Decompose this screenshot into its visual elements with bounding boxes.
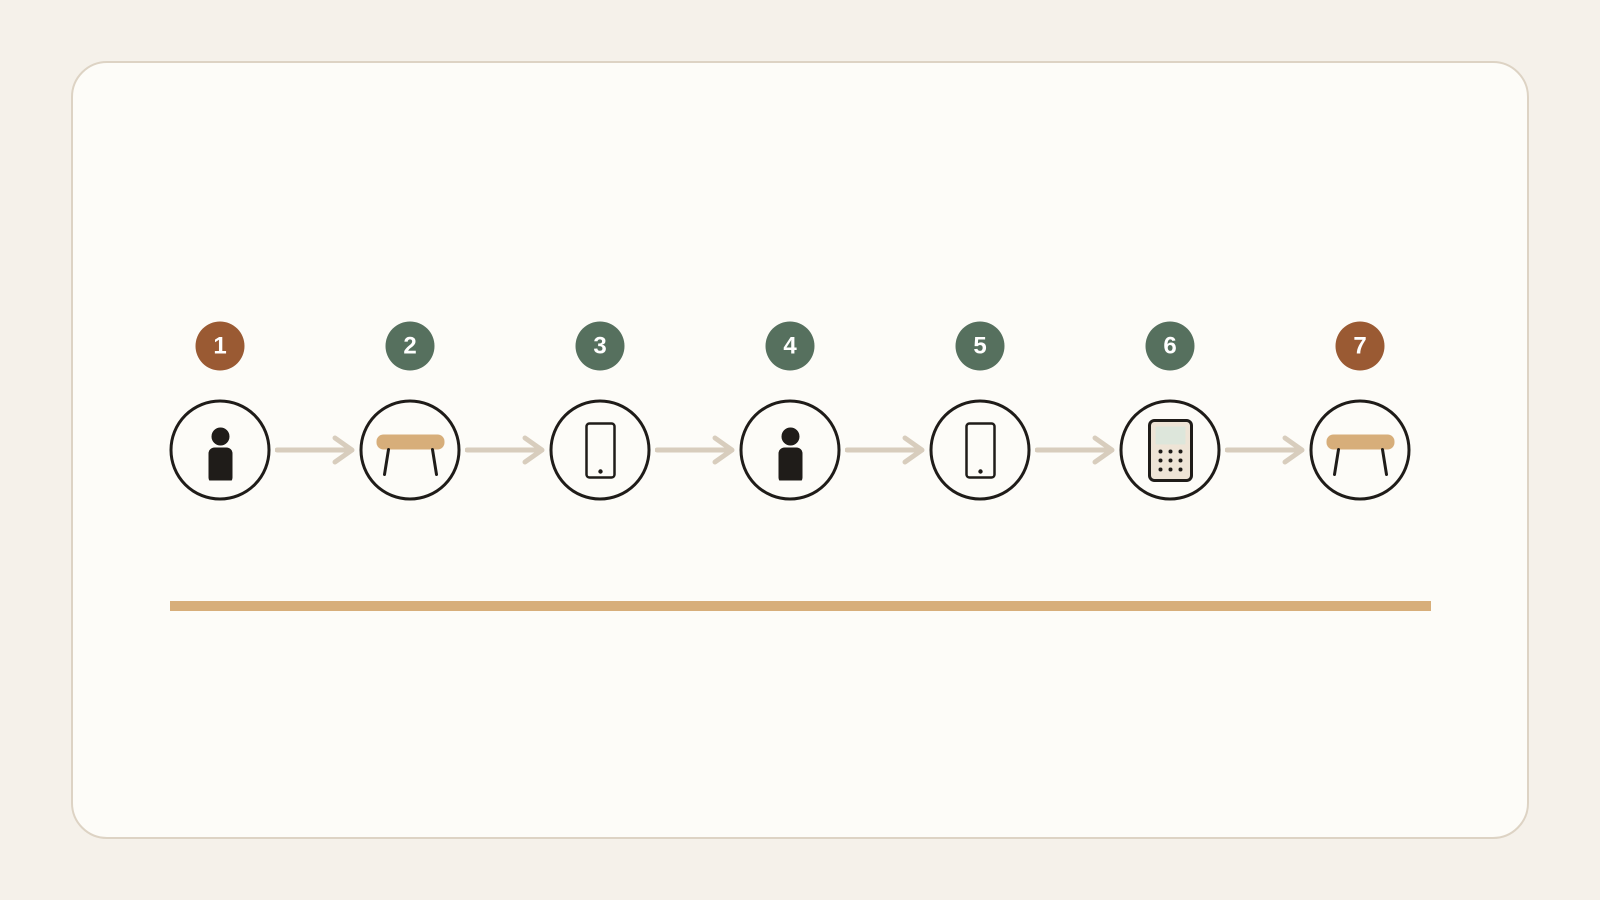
step-badge-4: 4 bbox=[765, 321, 815, 371]
arrow-right-icon bbox=[275, 435, 355, 465]
step-node-6 bbox=[1119, 399, 1221, 501]
step-badge-1: 1 bbox=[195, 321, 245, 371]
step-node-4 bbox=[739, 399, 841, 501]
timeline-bar bbox=[170, 601, 1431, 611]
step-node-7 bbox=[1309, 399, 1411, 501]
arrow-right-icon bbox=[1225, 435, 1305, 465]
step-badge-6: 6 bbox=[1145, 321, 1195, 371]
step-badge-3: 3 bbox=[575, 321, 625, 371]
table-icon bbox=[376, 434, 444, 476]
arrow-right-icon bbox=[655, 435, 735, 465]
step-node-1 bbox=[169, 399, 271, 501]
step-badge-5: 5 bbox=[955, 321, 1005, 371]
person-icon bbox=[208, 427, 232, 480]
step-node-5 bbox=[929, 399, 1031, 501]
step-badge-7: 7 bbox=[1335, 321, 1385, 371]
arrow-right-icon bbox=[1035, 435, 1115, 465]
step-node-3 bbox=[549, 399, 651, 501]
person-icon bbox=[778, 427, 802, 480]
arrow-right-icon bbox=[845, 435, 925, 465]
step-badge-2: 2 bbox=[385, 321, 435, 371]
smartphone-icon bbox=[584, 421, 616, 479]
table-icon bbox=[1326, 434, 1394, 476]
arrow-right-icon bbox=[465, 435, 545, 465]
step-node-2 bbox=[359, 399, 461, 501]
smartphone-icon bbox=[964, 421, 996, 479]
payment-terminal-icon bbox=[1147, 418, 1193, 482]
